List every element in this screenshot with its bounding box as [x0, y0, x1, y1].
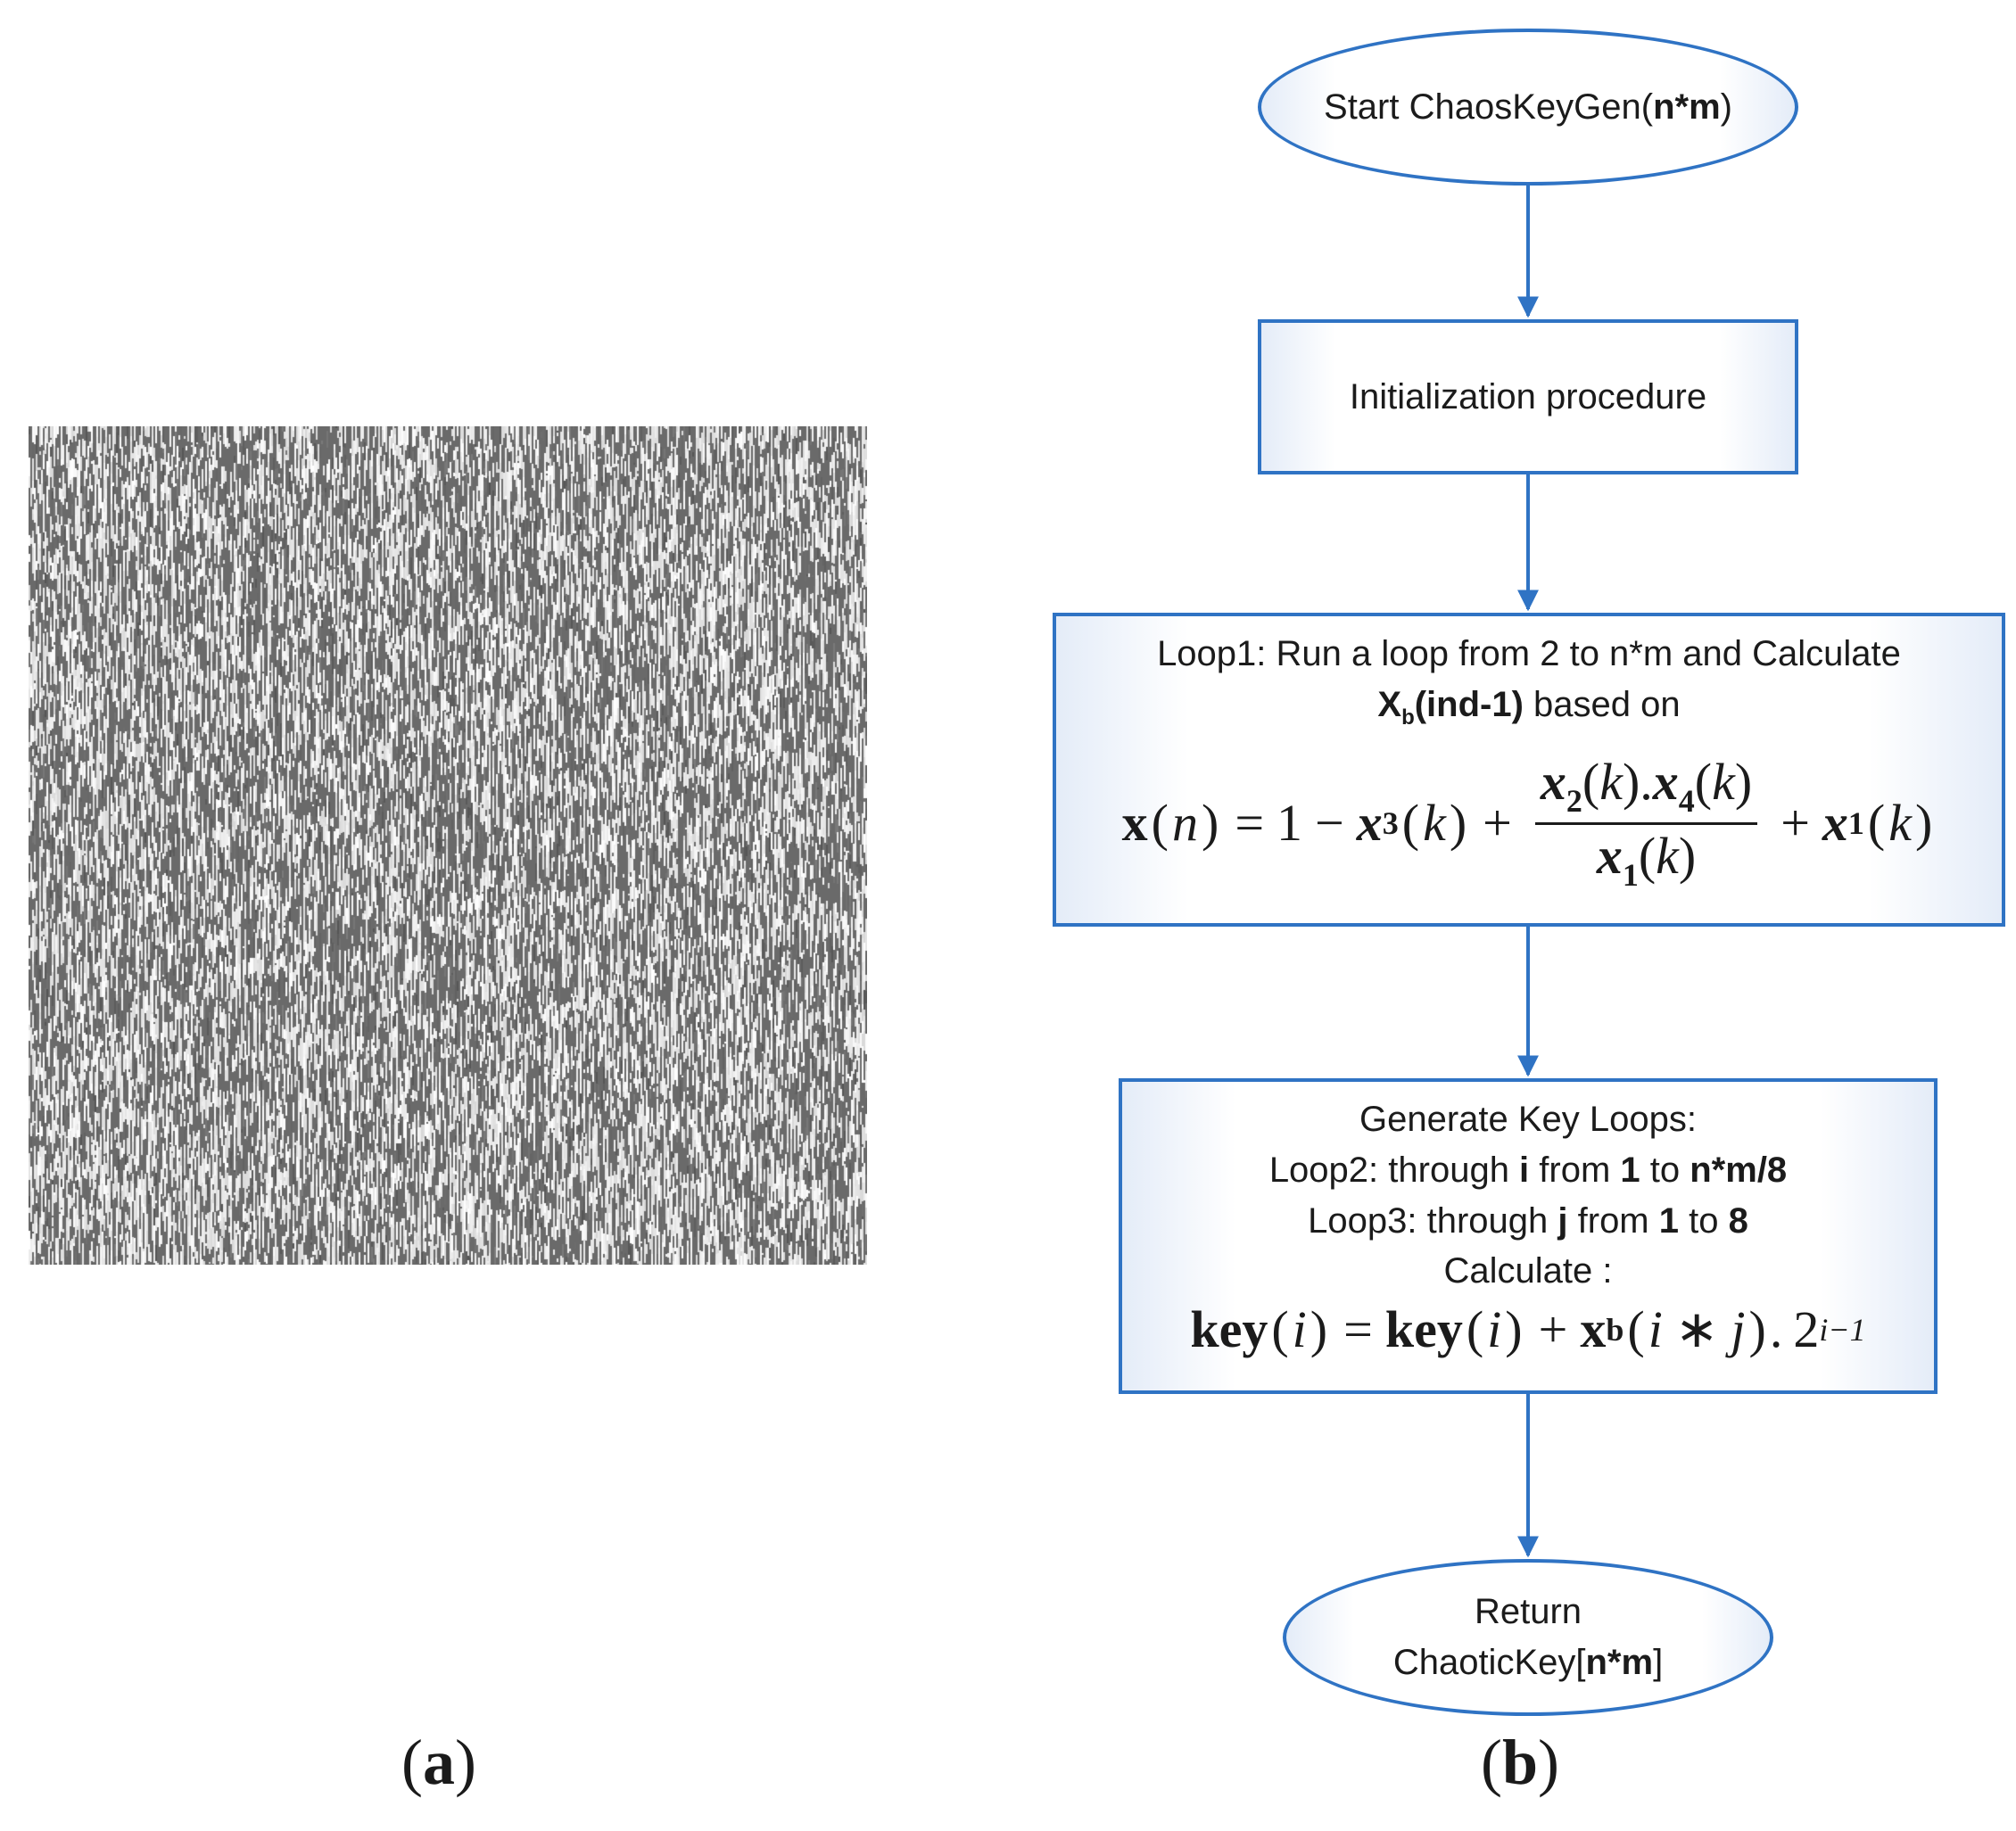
loop1-line1: Loop1: Run a loop from 2 to n*m and Calc…	[1157, 634, 1901, 673]
loop1-fraction: x2(k).x4(k) x1(k)	[1534, 755, 1758, 891]
generate-keys-node: Generate Key Loops: Loop2: through i fro…	[1119, 1078, 1938, 1394]
keys-line1: Generate Key Loops:	[1359, 1100, 1698, 1139]
initialization-label: Initialization procedure	[1349, 376, 1707, 417]
start-node: Start ChaosKeyGen(n*m)	[1258, 29, 1798, 186]
return-label: Return	[1474, 1592, 1582, 1632]
loop1-node: Loop1: Run a loop from 2 to n*m and Calc…	[1053, 613, 2005, 927]
loop1-line2: Xb(ind-1) based on	[1377, 684, 1681, 730]
panel-label-a: (a)	[401, 1727, 476, 1798]
panel-label-b: (b)	[1481, 1727, 1560, 1798]
start-label: Start ChaosKeyGen(n*m)	[1324, 87, 1732, 127]
keys-calculate: Calculate :	[1443, 1251, 1613, 1291]
keys-loop2: Loop2: through i from 1 to n*m/8	[1268, 1150, 1788, 1190]
keys-loop3: Loop3: through j from 1 to 8	[1308, 1200, 1748, 1241]
return-value: ChaoticKey[n*m]	[1392, 1643, 1664, 1682]
chaotic-noise-image	[29, 426, 867, 1265]
initialization-node: Initialization procedure	[1258, 319, 1798, 474]
return-node: Return ChaoticKey[n*m]	[1283, 1559, 1773, 1716]
